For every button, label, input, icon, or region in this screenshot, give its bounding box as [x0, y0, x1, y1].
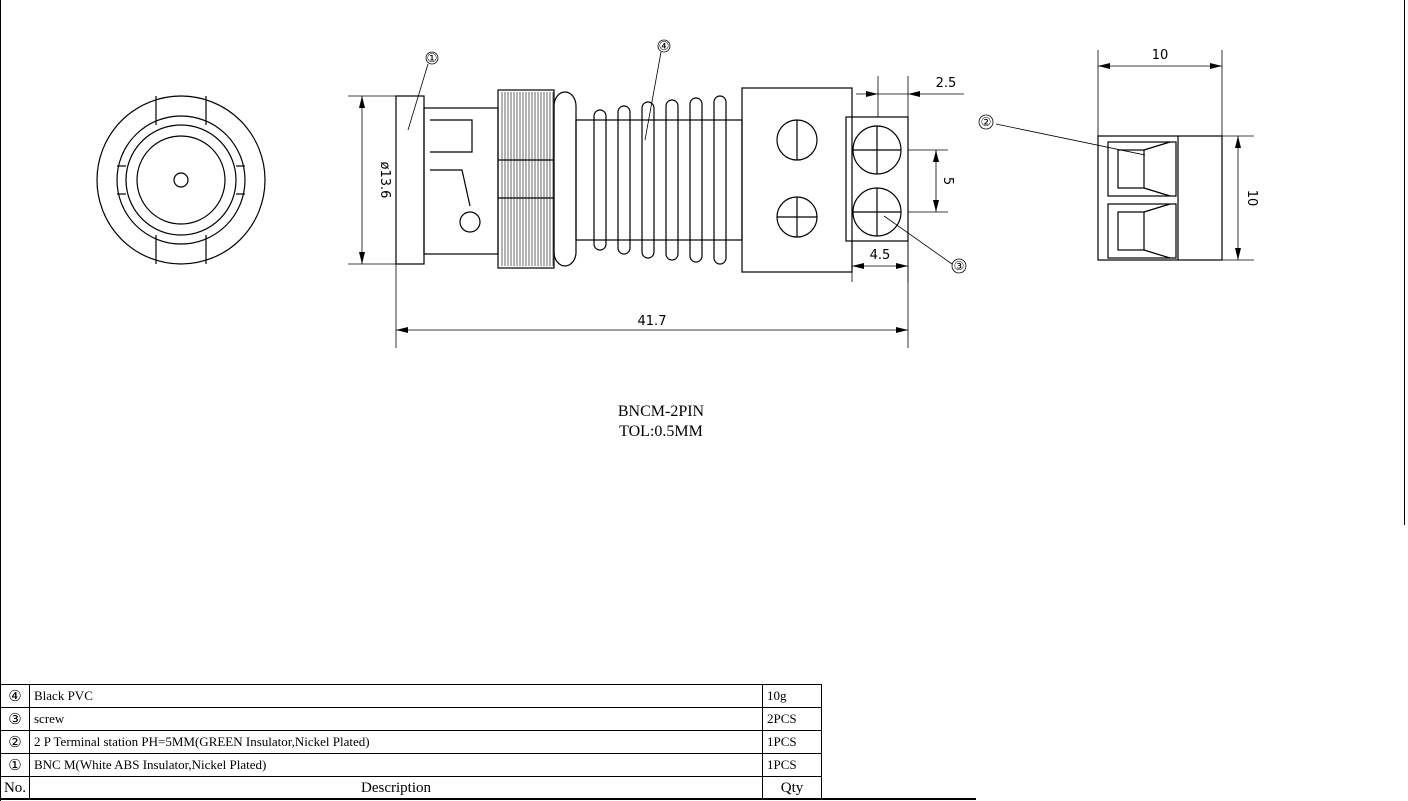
bom-qty-cell: 1PCS — [762, 753, 822, 777]
callout-part-1: ① — [427, 51, 438, 65]
callout-circles — [425, 39, 994, 274]
screw-offset-label: 2.5 — [936, 76, 957, 91]
screw-pitch-label: 5 — [940, 177, 955, 185]
front-view — [96, 95, 266, 265]
tolerance-note: TOL:0.5MM — [619, 423, 703, 440]
knurl-hatch — [501, 92, 554, 266]
bom-qty-cell: 10g — [762, 684, 822, 708]
bom-description-cell: Black PVC — [29, 684, 763, 708]
overall-length-label: 41.7 — [638, 314, 667, 329]
bom-no-cell: ① — [0, 753, 30, 777]
terminal-face-view — [1097, 135, 1223, 261]
callout-part-2: ② — [981, 115, 992, 129]
side-height-label: 10 — [1244, 190, 1259, 207]
technical-drawing: ø13.6 41.7 2.5 5 4.5 10 10 ① ④ ③ ② — [96, 39, 1259, 348]
callout-part-3: ③ — [954, 259, 965, 273]
bom-no-cell: ④ — [0, 684, 30, 708]
model-name: BNCM-2PIN — [617, 403, 705, 420]
diameter-label: ø13.6 — [377, 162, 392, 199]
callout-part-4: ④ — [659, 39, 670, 53]
side-view — [395, 89, 577, 269]
terminal-depth-label: 4.5 — [870, 248, 891, 263]
terminal-arrows — [1098, 63, 1241, 260]
bom-description-cell: BNC M(White ABS Insulator,Nickel Plated) — [29, 753, 763, 777]
dimension-arrows — [359, 91, 939, 333]
bom-description-cell: 2 P Terminal station PH=5MM(GREEN Insula… — [29, 730, 763, 754]
bom-header-description: Description — [29, 776, 763, 800]
bottom-rule — [0, 798, 976, 800]
drawing-frame-right — [1404, 0, 1405, 525]
bom-no-cell: ③ — [0, 707, 30, 731]
drawing-frame-left — [0, 0, 1, 801]
bom-header-no: No. — [0, 776, 30, 800]
side-view-body — [575, 87, 909, 273]
side-width-label: 10 — [1152, 48, 1169, 63]
bom-header-qty: Qty — [762, 776, 822, 800]
bom-qty-cell: 2PCS — [762, 707, 822, 731]
bom-qty-cell: 1PCS — [762, 730, 822, 754]
leader-lines — [407, 51, 1146, 265]
bom-no-cell: ② — [0, 730, 30, 754]
bom-description-cell: screw — [29, 707, 763, 731]
title-block: BNCM-2PIN TOL:0.5MM — [0, 402, 1322, 442]
